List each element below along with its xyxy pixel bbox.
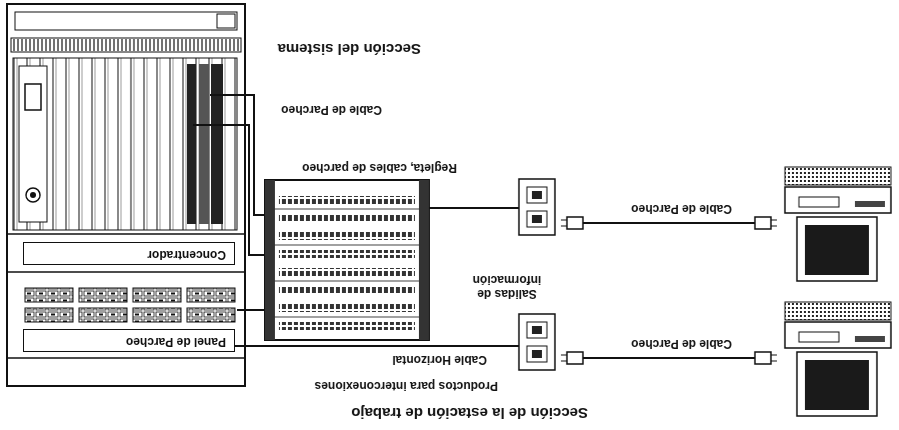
label-text: Salidas de información xyxy=(473,273,542,301)
label-text: Cable de Parcheo xyxy=(281,103,382,117)
part-label: Salidas de información xyxy=(455,272,559,300)
box-text: Panel de Parcheo xyxy=(32,335,226,349)
workstation-computer xyxy=(785,167,891,281)
panel-box: Panel de Parcheo xyxy=(23,329,235,352)
cable-wires xyxy=(193,95,519,346)
diagram-title: Sección de la estación de trabajo xyxy=(349,405,590,422)
box-text: Concentrador xyxy=(32,248,226,262)
part-label: Sección del sistema xyxy=(276,41,423,58)
panel-box: Concentrador xyxy=(23,242,235,265)
part-label: Cable de Parcheo xyxy=(629,336,734,350)
workstation-computer xyxy=(785,302,891,416)
label-text: Regleta, cables de parcheo xyxy=(302,161,457,175)
label-text: Cable Horizontal xyxy=(392,353,487,367)
label-text: Productos para interconexiones xyxy=(315,379,498,393)
title-text: Sección de la estación de trabajo xyxy=(351,405,588,422)
equipment-rack xyxy=(7,4,245,386)
part-label: Regleta, cables de parcheo xyxy=(300,160,459,174)
part-label: Cable de Parcheo xyxy=(279,102,384,116)
patch-cord xyxy=(561,352,777,364)
label-text: Sección del sistema xyxy=(278,41,421,58)
label-text: Cable de Parcheo xyxy=(631,202,732,216)
label-text: Cable de Parcheo xyxy=(631,337,732,351)
part-label: Productos para interconexiones xyxy=(313,378,500,392)
patch-cord xyxy=(561,217,777,229)
part-label: Cable de Parcheo xyxy=(629,201,734,215)
cross-connect-block xyxy=(265,180,429,340)
part-label: Cable Horizontal xyxy=(390,352,489,366)
information-outlet xyxy=(519,179,555,235)
information-outlet xyxy=(519,314,555,370)
